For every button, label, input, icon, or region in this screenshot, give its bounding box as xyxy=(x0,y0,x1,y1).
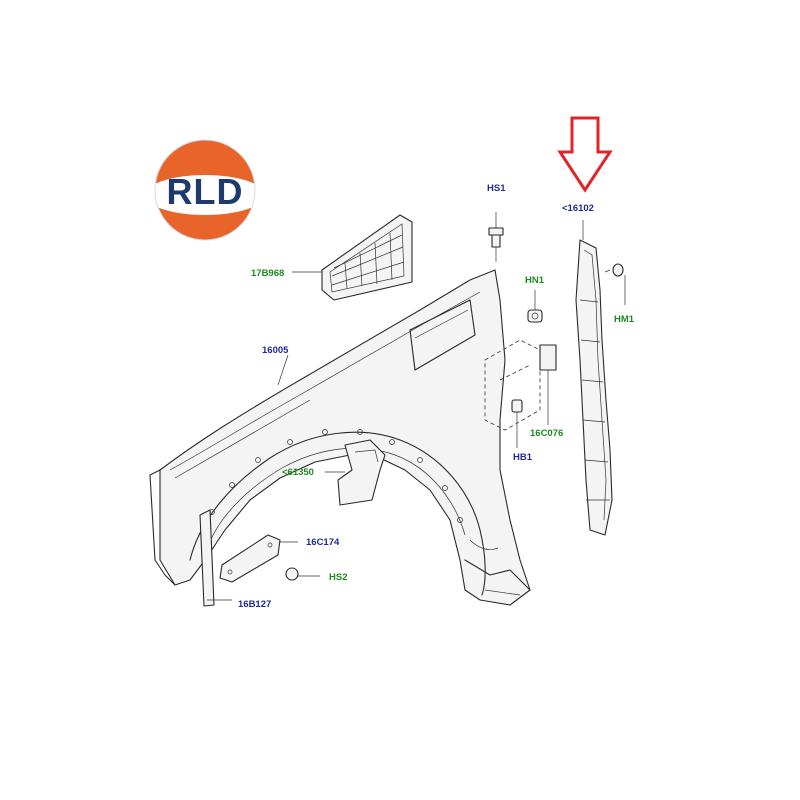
mounting-bracket xyxy=(484,339,557,431)
bolt-hs1 xyxy=(488,212,504,262)
fender-seal-strip xyxy=(575,220,613,536)
logo-text: RLD xyxy=(167,171,244,212)
screw-hm1 xyxy=(604,263,626,305)
fender-panel xyxy=(149,269,531,606)
callout-16005: 16005 xyxy=(262,345,289,356)
nut-hn1 xyxy=(527,296,543,323)
callout-16b127: 16B127 xyxy=(238,599,271,610)
rld-logo: RLD xyxy=(154,139,256,241)
callout-17b968: 17B968 xyxy=(251,268,284,279)
wheel-arch-screws xyxy=(209,429,463,523)
callout-16c076: 16C076 xyxy=(530,428,563,439)
screw-hs2 xyxy=(285,567,320,581)
splash-guard xyxy=(325,439,386,506)
bolt-hb1 xyxy=(511,399,523,448)
callout-hb1: HB1 xyxy=(513,452,533,463)
bracket-16c174 xyxy=(219,534,298,583)
logo-white-band xyxy=(155,175,255,215)
callout-16c174: 16C174 xyxy=(306,537,340,548)
trim-strip-16b127 xyxy=(199,509,232,607)
callout-hm1: HM1 xyxy=(614,314,635,325)
vent-grille xyxy=(321,214,413,301)
callout-61350: <61350 xyxy=(282,467,314,478)
callout-hs2: HS2 xyxy=(329,572,347,583)
callout-hn1: HN1 xyxy=(525,275,545,286)
callout-hs1: HS1 xyxy=(487,183,506,194)
callout-16102: <16102 xyxy=(562,203,594,214)
down-arrow-icon xyxy=(557,116,613,193)
